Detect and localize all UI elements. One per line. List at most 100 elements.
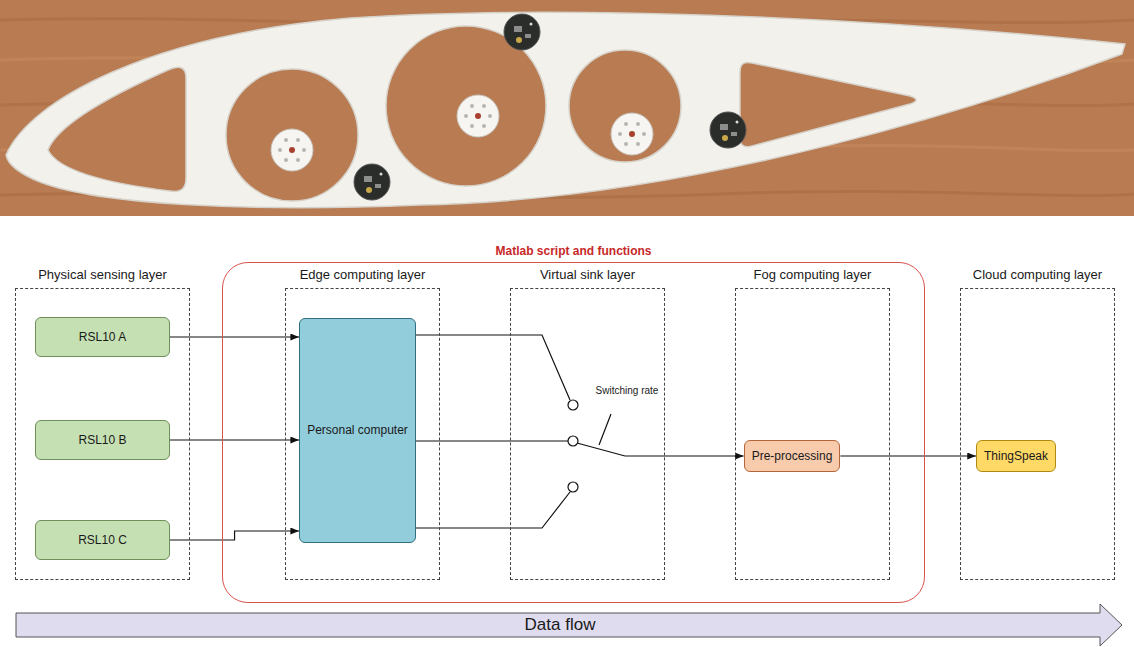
graphic-part (510, 440, 568, 441)
graphic-part (48, 67, 186, 191)
graphic-part (710, 112, 746, 148)
graphic-part (577, 443, 625, 456)
layer-region: ThingSpeakCloud computing layer (960, 288, 1115, 580)
graphic-part (525, 34, 531, 38)
graphic-part (488, 114, 492, 118)
graphic-part (611, 113, 653, 155)
graphic-part (629, 131, 635, 137)
graphic-part (289, 147, 295, 153)
graphic-part (569, 50, 681, 162)
graphic-part (516, 37, 522, 43)
box-label: RSL10 C (78, 533, 127, 548)
graphic-part (482, 124, 486, 128)
layer-heading: Virtual sink layer (511, 267, 664, 283)
box-label: ThingSpeak (984, 449, 1048, 464)
graphic-part (284, 158, 288, 162)
graphic-part (464, 114, 468, 118)
sensor-node: RSL10 B (35, 420, 170, 460)
graphic-part (296, 138, 300, 142)
graphic-part (504, 14, 540, 50)
graphic-part (470, 104, 474, 108)
graphic-part (457, 95, 499, 137)
rib-cutouts (48, 26, 916, 201)
graphic-part (618, 132, 622, 136)
graphic-part (170, 335, 976, 540)
graphic-part (226, 69, 358, 201)
flow-label: Data flow (460, 613, 660, 637)
connector (416, 334, 510, 335)
graphic-part (380, 173, 383, 176)
graphic-part (636, 142, 640, 146)
graphic-part (722, 135, 728, 141)
switch-symbol (510, 335, 665, 528)
sensor-pins (271, 95, 653, 171)
wood-background (0, 0, 1134, 216)
sensor-boards (354, 14, 746, 200)
graphic-part (470, 124, 474, 128)
airfoil-photo (0, 0, 1134, 216)
process-box: Pre-processing (744, 440, 841, 472)
graphic-part (710, 112, 746, 148)
layer-heading: Cloud computing layer (961, 267, 1114, 283)
graphic-part (504, 14, 540, 50)
connector (416, 440, 510, 441)
graphic-part (271, 129, 313, 171)
graphic-part (510, 335, 570, 400)
graphic-part (375, 184, 381, 188)
graphic-part (736, 121, 739, 124)
layer-heading: Fog computing layer (736, 267, 889, 283)
cloud-service-box: ThingSpeak (976, 440, 1056, 472)
layer-heading: Physical sensing layer (16, 267, 189, 283)
computer-box: Personal computer (299, 318, 416, 543)
box-label: RSL10 B (78, 433, 126, 448)
graphic-part (568, 482, 578, 492)
graphic-part (636, 122, 640, 126)
graphic-part (624, 142, 628, 146)
data-flow-arrow (16, 604, 1122, 646)
script-boundary: Personal computerEdge computing layerVir… (222, 262, 925, 603)
connector (665, 455, 744, 456)
graphic-part (731, 132, 737, 136)
box-label: Personal computer (307, 423, 408, 438)
graphic-part (475, 113, 481, 119)
graphic-part (284, 138, 288, 142)
graphic-part (366, 187, 372, 193)
sensor-node: RSL10 C (35, 520, 170, 560)
layer-region: RSL10 ARSL10 BRSL10 CPhysical sensing la… (15, 288, 190, 580)
graphic-part (514, 26, 522, 32)
graphic-part (642, 132, 646, 136)
graphic-part (611, 113, 653, 155)
graphic-part (302, 148, 306, 152)
graphic-part (482, 104, 486, 108)
graphic-part (740, 62, 916, 146)
airfoil-rib (6, 12, 1125, 207)
layer-region: Pre-processingFog computing layer (735, 288, 890, 580)
layer-region: Virtual sink layer (510, 288, 665, 580)
graphic-part (510, 492, 570, 528)
graphic-part (278, 148, 282, 152)
connector (416, 527, 510, 528)
group-title: Matlab script and functions (223, 244, 924, 259)
graphic-part (624, 122, 628, 126)
box-label: Pre-processing (752, 449, 833, 464)
layer-heading: Edge computing layer (286, 267, 439, 283)
graphic-part (364, 176, 372, 182)
box-label: RSL10 A (79, 330, 126, 345)
layer-region: Personal computerEdge computing layer (285, 288, 440, 580)
graphic-part (296, 158, 300, 162)
graphic-part (568, 400, 578, 410)
graphic-part (530, 23, 533, 26)
graphic-part (625, 455, 665, 456)
sensor-node: RSL10 A (35, 317, 170, 357)
graphic-part (271, 129, 313, 171)
switch-label: Switching rate (594, 385, 660, 397)
graphic-part (354, 164, 390, 200)
graphic-part (720, 124, 728, 130)
graphic-part (599, 414, 611, 445)
graphic-part (354, 164, 390, 200)
connector (840, 455, 976, 456)
graphic-part (568, 436, 578, 446)
